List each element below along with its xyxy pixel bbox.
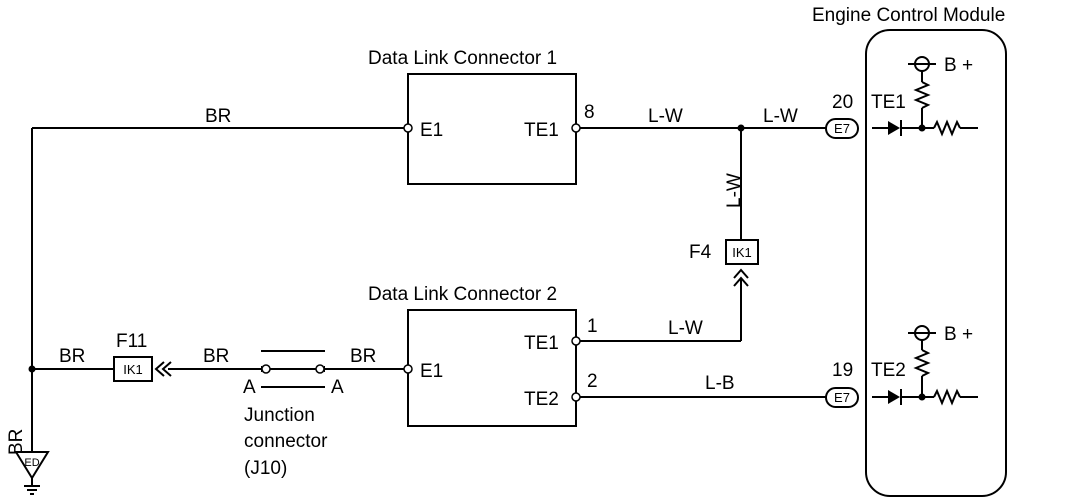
wire-label-lw-dlc2: L-W [668, 318, 703, 339]
connector-chevron-icon [733, 268, 749, 287]
terminal-icon [315, 364, 325, 374]
resistor-icon [913, 349, 931, 377]
ground-icon [14, 451, 50, 480]
junction-pin-a-left: A [243, 377, 256, 398]
junction-label-line3: (J10) [244, 458, 287, 479]
wire-label-br-mid: BR [203, 346, 229, 367]
dlc1-title: Data Link Connector 1 [368, 48, 557, 69]
dlc2-pin-1: 1 [587, 316, 598, 337]
junction-pin-a-right: A [331, 377, 344, 398]
ground-ed: ED [14, 451, 50, 495]
ecm-te2-circuit: B + [872, 324, 978, 406]
wire-label-lw-2: L-W [763, 106, 798, 127]
ecm-b-plus-1: B + [944, 55, 973, 76]
wire-label-lw-vertical: L-W [724, 173, 745, 208]
dlc1-te1: TE1 [524, 120, 559, 141]
dlc2-e1: E1 [420, 361, 443, 382]
ecm-pin-20: 20 [832, 92, 853, 113]
ecm-box [865, 29, 1007, 497]
dlc2-box [407, 309, 577, 427]
ecm-connector-e7-upper: E7 [825, 118, 859, 139]
ecm-pin-19: 19 [832, 360, 853, 381]
ecm-connector-e7-lower: E7 [825, 387, 859, 408]
terminal-icon [571, 336, 581, 346]
engine-control-module: Engine Control Module B + B + [812, 5, 1007, 497]
resistor-icon [913, 81, 931, 109]
ecm-te2-label: TE2 [871, 360, 906, 381]
diode-icon [888, 390, 900, 404]
dlc2-title: Data Link Connector 2 [368, 284, 557, 305]
data-link-connector-2: Data Link Connector 2 E1 TE1 1 TE2 2 [368, 284, 598, 427]
connector-f11-id: IK1 [123, 362, 143, 377]
ecm-te1-label: TE1 [871, 92, 906, 113]
terminal-icon [403, 123, 413, 133]
wire-label-lw-1: L-W [648, 106, 683, 127]
ecm-title: Engine Control Module [812, 5, 1005, 26]
wire-label-br-vertical: BR [6, 429, 27, 455]
wire-label-lb: L-B [705, 373, 735, 394]
dlc1-e1: E1 [420, 120, 443, 141]
resistor-icon [933, 388, 961, 406]
terminal-icon [403, 364, 413, 374]
wires: BR BR L-W L-W L-W L-W L-B BR BR BR [6, 106, 826, 455]
wire-label-br-right: BR [350, 346, 376, 367]
data-link-connector-1: Data Link Connector 1 E1 TE1 8 [368, 48, 595, 185]
ground-label: ED [24, 457, 39, 469]
resistor-icon [933, 119, 961, 137]
junction-label-line2: connector [244, 431, 328, 452]
wire-label-br-top: BR [205, 106, 231, 127]
terminal-icon [261, 364, 271, 374]
dlc2-te1: TE1 [524, 333, 559, 354]
connector-chevron-icon [154, 361, 172, 377]
dlc2-pin-2: 2 [587, 371, 598, 392]
connector-f4-id: IK1 [732, 245, 752, 260]
junction-connector-j10: A A Junction connector (J10) [243, 350, 344, 479]
connector-f4: IK1 F4 [689, 239, 759, 287]
dlc1-pin-8: 8 [584, 102, 595, 123]
ecm-b-plus-2: B + [944, 324, 973, 345]
diode-icon [888, 121, 900, 135]
connector-f4-label: F4 [689, 242, 712, 263]
wire-label-br-left: BR [59, 346, 85, 367]
ecm-te1-circuit: B + [872, 55, 978, 137]
terminal-icon [571, 392, 581, 402]
dlc2-te2: TE2 [524, 389, 559, 410]
ecm-connector-e7-label: E7 [834, 121, 850, 136]
terminal-icon [571, 123, 581, 133]
junction-label-line1: Junction [244, 405, 315, 426]
connector-f11: IK1 F11 [113, 331, 172, 382]
ecm-connector-e7-label: E7 [834, 390, 850, 405]
connector-f11-label: F11 [116, 331, 147, 352]
